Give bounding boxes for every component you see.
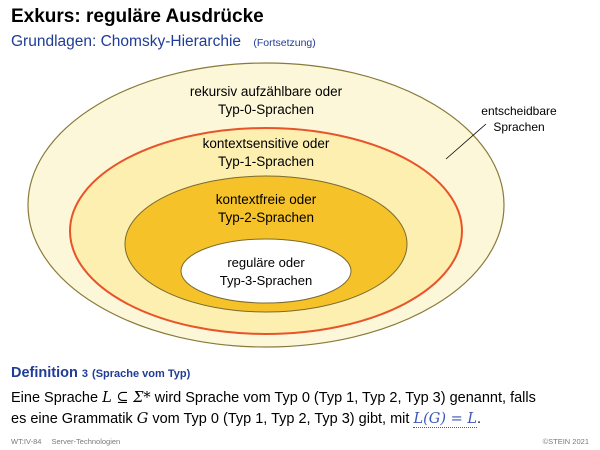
type1-label-line1: kontextsensitive oder bbox=[203, 136, 330, 151]
definition-line-1: Eine Sprache L ⊆ Σ* wird Sprache vom Typ… bbox=[11, 388, 591, 409]
def-text-2a: es eine Grammatik bbox=[11, 411, 133, 427]
language-equality-link[interactable]: L(G) = L bbox=[413, 411, 477, 428]
type3-ellipse bbox=[180, 238, 352, 304]
def-text-1b: wird Sprache vom Typ 0 (Typ 1, Typ 2, Ty… bbox=[154, 390, 536, 406]
type3-label-line1: reguläre oder bbox=[227, 255, 305, 270]
slide-subtitle: Grundlagen: Chomsky-Hierarchie (Fortsetz… bbox=[11, 33, 316, 51]
language-subset-formula: L ⊆ Σ* bbox=[102, 390, 151, 406]
def-text-1a: Eine Sprache bbox=[11, 390, 99, 406]
chomsky-hierarchy-diagram: rekursiv aufzählbare oder Typ-0-Sprachen… bbox=[27, 62, 557, 348]
decidable-label-line1: entscheidbare bbox=[481, 104, 557, 118]
type3-label-line2: Typ-3-Sprachen bbox=[220, 273, 313, 288]
continuation-note: (Fortsetzung) bbox=[253, 37, 316, 49]
grammar-symbol: G bbox=[136, 411, 149, 427]
footer-topic: Server-Technologien bbox=[51, 437, 121, 446]
type0-label-line2: Typ-0-Sprachen bbox=[218, 102, 314, 117]
footer: WT:IV-84 Server-Technologien ©STEIN 2021 bbox=[11, 437, 589, 447]
definition-heading: Definition 3 (Sprache vom Typ) bbox=[11, 365, 190, 381]
type2-label-line1: kontextfreie oder bbox=[216, 192, 317, 207]
slide-title: Exkurs: reguläre Ausdrücke bbox=[11, 6, 264, 27]
def-text-2b: vom Typ 0 (Typ 1, Typ 2, Typ 3) gibt, mi… bbox=[152, 411, 410, 427]
decidable-pointer-line bbox=[445, 123, 487, 160]
definition-title: (Sprache vom Typ) bbox=[92, 368, 191, 380]
footer-page-id: WT:IV-84 bbox=[11, 437, 42, 446]
decidable-label-line2: Sprachen bbox=[493, 120, 544, 134]
type1-label-line2: Typ-1-Sprachen bbox=[218, 154, 314, 169]
definition-number: 3 bbox=[81, 368, 89, 380]
type2-label-line2: Typ-2-Sprachen bbox=[218, 210, 314, 225]
footer-copyright: ©STEIN 2021 bbox=[542, 437, 589, 446]
def-text-2-end: . bbox=[477, 411, 482, 427]
definition-line-2: es eine Grammatik G vom Typ 0 (Typ 1, Ty… bbox=[11, 409, 591, 430]
footer-left: WT:IV-84 Server-Technologien bbox=[11, 437, 120, 446]
definition-body: Eine Sprache L ⊆ Σ* wird Sprache vom Typ… bbox=[11, 388, 591, 430]
definition-label: Definition bbox=[11, 365, 78, 381]
type0-label-line1: rekursiv aufzählbare oder bbox=[190, 84, 343, 99]
subtitle-text: Grundlagen: Chomsky-Hierarchie bbox=[11, 33, 242, 50]
